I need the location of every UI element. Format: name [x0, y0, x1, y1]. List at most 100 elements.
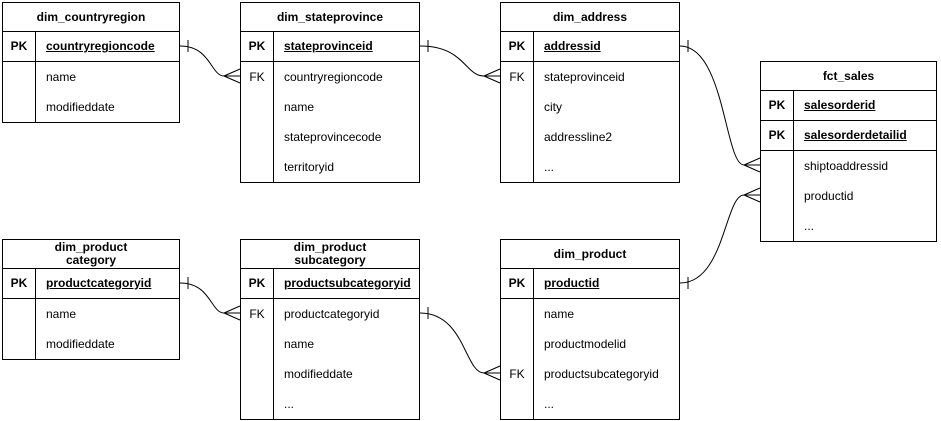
key-badge — [761, 211, 794, 241]
table-row: FK stateprovinceid — [501, 62, 679, 92]
key-badge — [3, 329, 36, 359]
column-name: shiptoaddressid — [804, 158, 889, 173]
column-name: ... — [284, 396, 295, 411]
column-name: countryregioncode — [284, 69, 383, 84]
relationship-dim_product-subcategory-to-dim_product — [419, 307, 501, 381]
key-badge: FK — [501, 62, 534, 92]
column-name: modifieddate — [46, 99, 115, 114]
key-badge — [241, 152, 274, 182]
key-badge — [501, 152, 534, 182]
column-name: name — [46, 69, 77, 84]
key-badge — [3, 92, 36, 122]
column-name: addressid — [544, 39, 601, 53]
column-name: stateprovinceid — [284, 39, 373, 53]
column-name: productid — [804, 188, 854, 203]
column-name: name — [284, 336, 315, 351]
key-badge: PK — [761, 121, 794, 150]
table-row: productmodelid — [501, 329, 679, 359]
relationship-dim_stateprovince-to-dim_address — [419, 40, 501, 84]
key-badge: PK — [241, 32, 274, 61]
key-badge: FK — [241, 299, 274, 329]
key-badge — [241, 92, 274, 122]
column-name: name — [46, 306, 77, 321]
table-row: PK countryregioncode — [3, 32, 179, 62]
entity-title: dim_address — [501, 3, 679, 32]
table-row: PK stateprovinceid — [241, 32, 419, 62]
column-name: productcategoryid — [46, 276, 152, 290]
key-badge: PK — [3, 32, 36, 61]
column-name: productsubcategoryid — [544, 366, 659, 381]
table-row: productid — [761, 181, 936, 211]
entity-dim-address: dim_address PK addressid FK stateprovinc… — [500, 2, 680, 183]
entity-dim-stateprovince: dim_stateprovince PK stateprovinceid FK … — [240, 2, 420, 183]
column-name: salesorderid — [804, 98, 876, 112]
column-name: addressline2 — [544, 129, 613, 144]
table-row: PK salesorderdetailid — [761, 121, 936, 151]
relationship-dim_countryregion-to-dim_stateprovince — [179, 40, 241, 84]
table-row: name — [3, 62, 179, 92]
table-row: modifieddate — [3, 329, 179, 359]
table-row: name — [241, 329, 419, 359]
relationship-dim_address-to-fct_sales — [679, 40, 761, 173]
table-row: name — [501, 299, 679, 329]
table-row: PK addressid — [501, 32, 679, 62]
key-badge — [241, 359, 274, 389]
entity-title: dim_countryregion — [3, 3, 179, 32]
table-row: addressline2 — [501, 122, 679, 152]
column-name: stateprovincecode — [284, 129, 382, 144]
entity-title: dim_product category — [3, 240, 179, 269]
column-name: ... — [544, 159, 555, 174]
key-badge — [3, 299, 36, 329]
key-badge — [501, 329, 534, 359]
column-name: ... — [544, 396, 555, 411]
column-name: name — [284, 99, 315, 114]
column-name: modifieddate — [284, 366, 353, 381]
table-row: FK productcategoryid — [241, 299, 419, 329]
column-name: countryregioncode — [46, 39, 155, 53]
key-badge: PK — [761, 91, 794, 120]
key-badge — [501, 389, 534, 419]
table-row: PK productid — [501, 269, 679, 299]
key-badge: PK — [3, 269, 36, 298]
key-badge — [241, 329, 274, 359]
entity-dim-countryregion: dim_countryregion PK countryregioncode n… — [2, 2, 180, 123]
table-row: ... — [501, 389, 679, 419]
key-badge: PK — [241, 269, 274, 298]
key-badge — [501, 122, 534, 152]
key-badge — [761, 181, 794, 211]
table-row: territoryid — [241, 152, 419, 182]
relationship-dim_product-category-to-dim_product-subcategory — [179, 277, 241, 321]
table-row: PK productcategoryid — [3, 269, 179, 299]
table-row: FK countryregioncode — [241, 62, 419, 92]
column-name: stateprovinceid — [544, 69, 625, 84]
key-badge — [501, 92, 534, 122]
table-row: PK productsubcategoryid — [241, 269, 419, 299]
column-name: name — [544, 306, 575, 321]
key-badge — [241, 122, 274, 152]
key-badge — [761, 151, 794, 181]
column-name: city — [544, 99, 562, 114]
table-row: city — [501, 92, 679, 122]
key-badge — [3, 62, 36, 92]
table-row: PK salesorderid — [761, 91, 936, 121]
table-row: shiptoaddressid — [761, 151, 936, 181]
table-row: FK productsubcategoryid — [501, 359, 679, 389]
column-name: salesorderdetailid — [804, 128, 907, 142]
column-name: productmodelid — [544, 336, 627, 351]
key-badge: FK — [241, 62, 274, 92]
table-row: name — [241, 92, 419, 122]
relationship-dim_product-to-fct_sales — [679, 187, 761, 289]
entity-title: dim_product subcategory — [241, 240, 419, 269]
table-row: modifieddate — [241, 359, 419, 389]
key-badge — [501, 299, 534, 329]
key-badge — [241, 389, 274, 419]
entity-dim-product-subcategory: dim_product subcategory PK productsubcat… — [240, 239, 420, 420]
entity-title: dim_product — [501, 240, 679, 269]
key-badge: FK — [501, 359, 534, 389]
column-name: productid — [544, 276, 600, 290]
entity-title: dim_stateprovince — [241, 3, 419, 32]
column-name: territoryid — [284, 159, 335, 174]
entity-fct-sales: fct_sales PK salesorderid PK salesorderd… — [760, 61, 937, 242]
